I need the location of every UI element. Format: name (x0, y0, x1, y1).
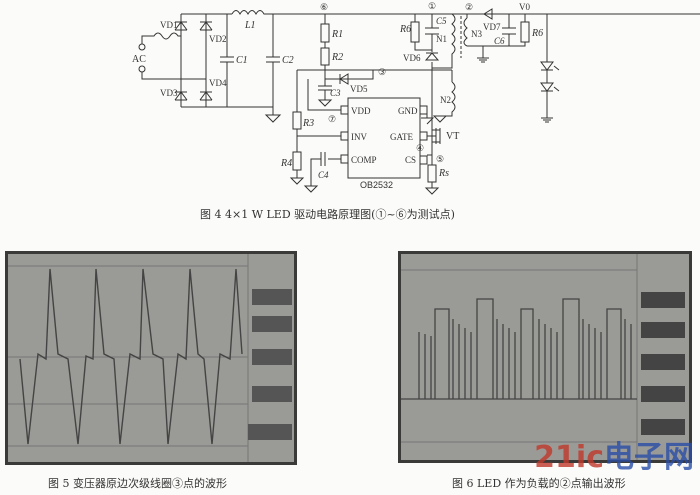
resistor-r4 (292, 151, 302, 171)
diode-vd6 (424, 52, 440, 61)
pin-comp: COMP (351, 155, 377, 165)
led-icon (540, 61, 560, 95)
waveform-trace (19, 268, 243, 445)
label-c4: C4 (318, 170, 329, 180)
waveform-plot (8, 254, 292, 462)
capacitor-c5 (425, 27, 439, 35)
figure-6-caption: 图 6 LED 作为负载的②点输出波形 (452, 477, 626, 490)
test-point-3: ③ (378, 67, 386, 77)
diode-vd7 (483, 8, 493, 20)
ic-label: OB2532 (360, 180, 393, 190)
diode-icon (174, 21, 213, 101)
waveform-plot (401, 254, 685, 460)
test-point-4: ④ (416, 143, 424, 153)
oscilloscope-photo-fig5 (5, 251, 297, 465)
secondary-wiring (466, 13, 553, 123)
capacitor-c4 (303, 152, 341, 193)
capacitor-c2 (264, 14, 282, 123)
label-c3: C3 (330, 88, 341, 98)
figure-5-caption: 图 5 变压器原边次级线圈③点的波形 (48, 477, 227, 490)
label-c1: C1 (236, 55, 248, 66)
test-point-1: ① (428, 1, 436, 11)
watermark-logo: 21ic电子网 (534, 440, 694, 475)
label-n1: N1 (436, 34, 447, 44)
label-vd5: VD5 (350, 84, 368, 94)
test-point-7: ⑦ (328, 114, 336, 124)
pin-inv: INV (351, 132, 367, 142)
figure-4-caption: 图 4 4×1 W LED 驱动电路原理图(①~⑥为测试点) (200, 208, 455, 221)
label-r6b: R6 (531, 28, 543, 39)
winding-n1 (451, 13, 456, 62)
label-c2: C2 (282, 55, 294, 66)
pin-cs: CS (405, 155, 416, 165)
resistor-r3 (292, 111, 302, 130)
oscilloscope-photo-fig6 (398, 251, 692, 463)
label-vd4: VD4 (209, 78, 227, 88)
test-point-2: ② (465, 2, 473, 12)
mosfet-vt (427, 128, 441, 144)
label-vd2: VD2 (209, 34, 227, 44)
resistor-r2 (320, 47, 330, 66)
r3-r4-wiring (289, 110, 341, 185)
inductor-l1 (231, 10, 700, 16)
diode-vd5 (339, 73, 349, 85)
test-point-5: ⑤ (436, 154, 444, 164)
label-vt: VT (446, 131, 459, 142)
label-r2: R2 (331, 52, 343, 63)
resistor-r6 (410, 21, 420, 43)
label-r6a: R6 (399, 24, 411, 35)
label-vd3: VD3 (160, 88, 178, 98)
pin-gnd: GND (398, 106, 418, 116)
winding-n3 (463, 17, 468, 47)
ac-terminal (138, 65, 146, 73)
pin-vdd: VDD (351, 106, 371, 116)
resistor-r1 (320, 23, 330, 43)
label-vd7: VD7 (483, 22, 501, 32)
bridge-wiring (180, 13, 273, 108)
capacitor-c1 (220, 14, 234, 107)
label-c5: C5 (436, 16, 447, 26)
label-c6: C6 (494, 36, 505, 46)
waveform-trace (401, 298, 637, 400)
test-point-6: ⑥ (320, 2, 328, 12)
label-l1: L1 (244, 20, 256, 31)
label-n3: N3 (471, 29, 482, 39)
resistor-rs (427, 164, 437, 183)
circuit-diagram: AC VD1 VD2 VD3 VD4 C1 L1 C2 ⑥ R1 R2 VD5 … (132, 1, 700, 195)
label-r1: R1 (331, 29, 343, 40)
resistor-r6-output (520, 21, 530, 43)
winding-n2 (432, 70, 456, 123)
label-r4: R4 (280, 158, 292, 169)
primary-wiring (414, 14, 453, 195)
label-r3: R3 (302, 118, 314, 129)
label-vd1: VD1 (160, 20, 178, 30)
label-vo: V0 (519, 2, 530, 12)
ac-terminal (138, 43, 146, 51)
aux-wiring (296, 69, 452, 111)
label-rs: Rs (438, 168, 449, 179)
capacitor-c6 (502, 27, 516, 35)
label-ac: AC (132, 54, 146, 65)
capacitor-c3 (317, 79, 333, 107)
ac-wiring (141, 32, 206, 80)
label-n2: N2 (440, 95, 451, 105)
label-vd6: VD6 (403, 53, 421, 63)
pin-gate: GATE (390, 132, 413, 142)
